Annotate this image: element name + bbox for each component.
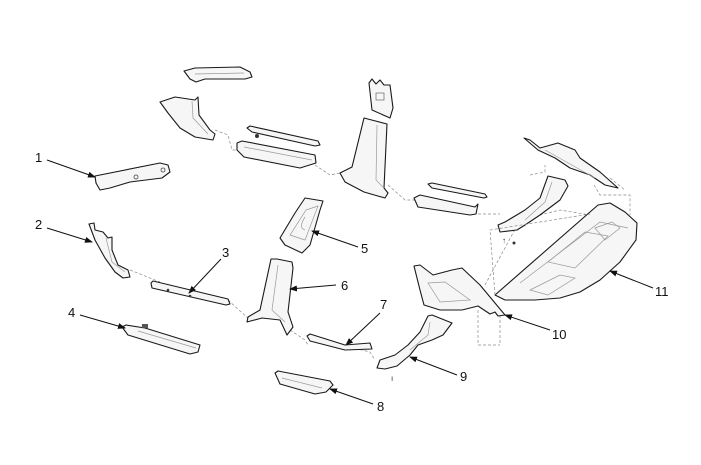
part-6-center-pillar-lower — [246, 258, 294, 336]
callout-label-5: 5 — [361, 241, 368, 256]
callout-label-1: 1 — [35, 150, 42, 165]
part-8-scuff-plate — [274, 370, 334, 395]
part-sill-lower — [236, 140, 317, 169]
callout-leader-3 — [188, 258, 222, 294]
callout-leader-11 — [609, 270, 654, 289]
part-2-kick-panel — [88, 222, 131, 279]
callout-9: 9 — [409, 356, 467, 384]
part-4-scuff-plate — [121, 324, 201, 355]
svg-text:↑: ↑ — [502, 236, 506, 245]
callout-label-3: 3 — [222, 245, 229, 260]
part-sill-upper — [246, 125, 321, 147]
callout-3: 3 — [188, 245, 229, 294]
part-3-sill-strip — [150, 280, 231, 306]
callout-leader-8 — [329, 388, 374, 405]
part-center-strip-lower — [413, 194, 479, 216]
part-lower-quarter-trim: ı — [376, 314, 453, 383]
callout-label-4: 4 — [68, 305, 75, 320]
callout-8: 8 — [329, 388, 384, 414]
callout-leader-4 — [79, 314, 126, 329]
part-1-front-pillar-trim — [94, 162, 171, 191]
callout-leader-7 — [345, 312, 381, 346]
callout-leader-9 — [409, 356, 458, 376]
callout-leader-1 — [46, 159, 96, 178]
callout-label-2: 2 — [35, 217, 42, 232]
callout-6: 6 — [289, 278, 348, 293]
callout-11: 11 — [609, 270, 669, 299]
callout-10: 10 — [504, 314, 566, 342]
part-package-tray — [489, 202, 638, 301]
part-upper-trim — [183, 66, 253, 83]
part-quarter-trim — [413, 264, 506, 317]
part-center-pillar-upper — [368, 78, 394, 119]
callout-7: 7 — [345, 297, 387, 346]
callout-label-6: 6 — [341, 278, 348, 293]
part-7-trim-strip — [306, 333, 373, 351]
part-center-pillar-lower — [339, 117, 389, 199]
callout-5: 5 — [311, 230, 368, 256]
callout-4: 4 — [68, 305, 126, 329]
callout-label-8: 8 — [377, 399, 384, 414]
callout-leader-2 — [46, 227, 93, 243]
callout-1: 1 — [35, 150, 96, 178]
callout-label-9: 9 — [460, 369, 467, 384]
callout-label-10: 10 — [552, 327, 566, 342]
callout-leader-5 — [311, 230, 359, 248]
callout-2: 2 — [35, 217, 93, 243]
callout-label-11: 11 — [655, 284, 669, 299]
svg-text:ı: ı — [391, 374, 393, 383]
part-front-pillar-upper — [159, 96, 216, 141]
callout-label-7: 7 — [380, 297, 387, 312]
callout-leader-6 — [289, 284, 337, 292]
part-rear-upper-trim — [523, 137, 619, 189]
part-center-strip-upper — [427, 182, 488, 199]
part-5-seat-belt-cover — [279, 197, 324, 254]
callout-leader-10 — [504, 314, 551, 331]
part-rear-pillar: ↑ — [497, 175, 569, 245]
